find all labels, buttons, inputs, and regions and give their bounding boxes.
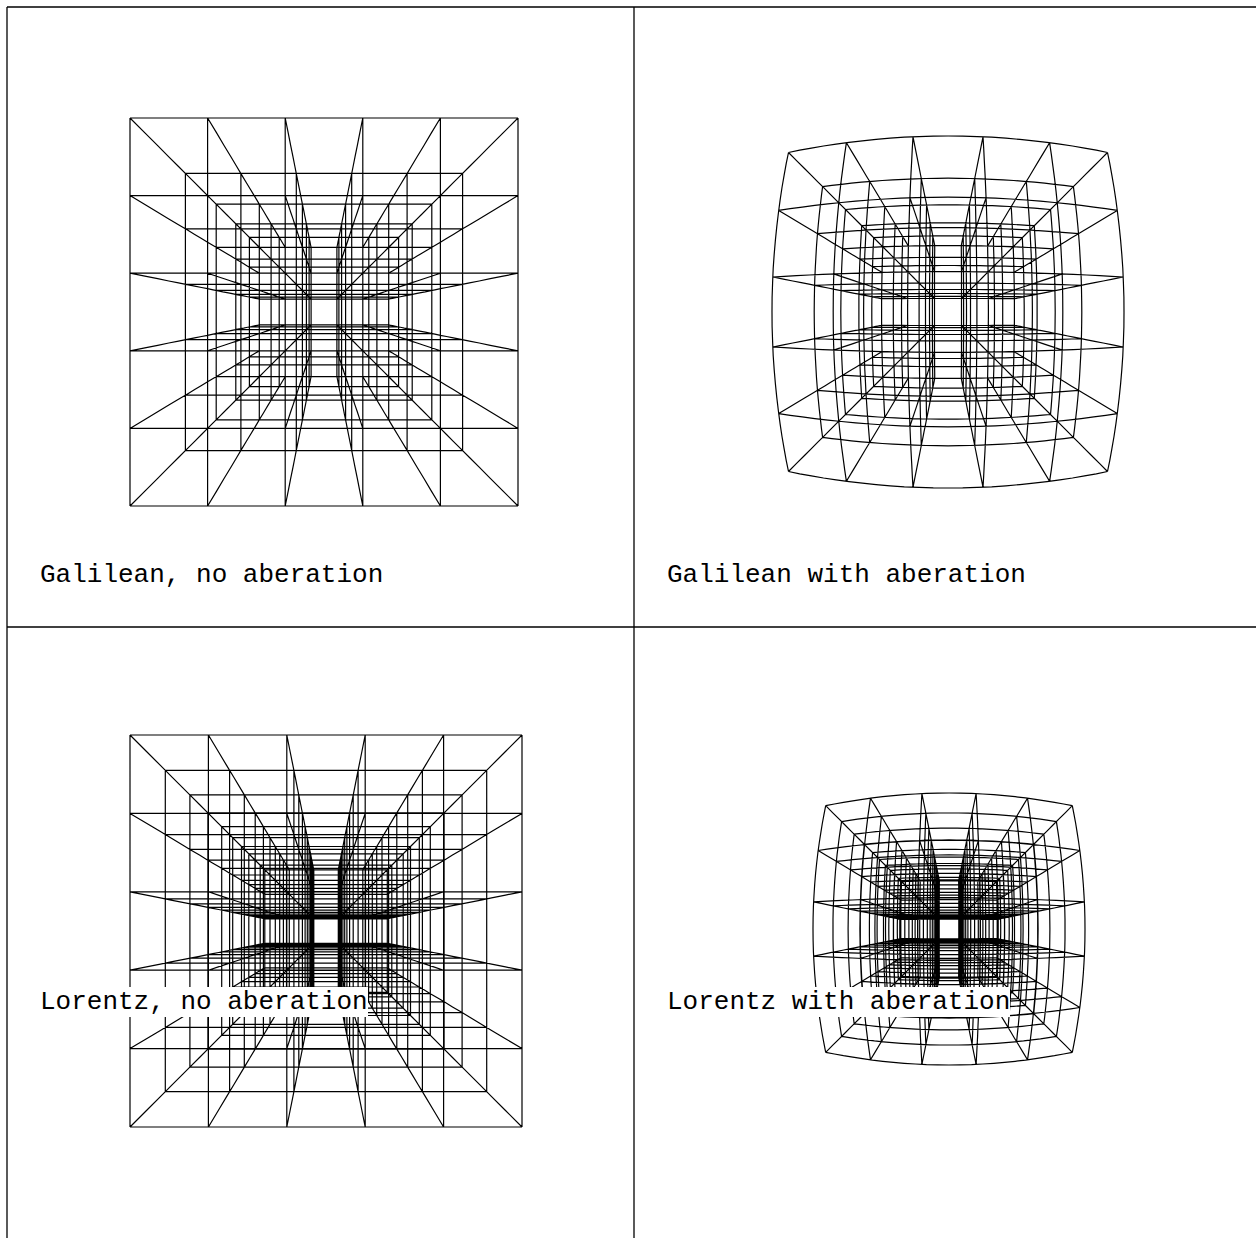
panel-caption: Galilean with aberation [667, 560, 1026, 590]
frame-line [7, 626, 1256, 627]
panel-caption: Lorentz, no aberation [40, 987, 368, 1017]
panel-caption: Lorentz with aberation [667, 987, 1010, 1017]
frame-line [633, 7, 634, 1238]
panel-caption: Galilean, no aberation [40, 560, 383, 590]
frame-line [7, 6, 1256, 7]
lattice-wireframe [130, 118, 518, 506]
lattice-wireframe [813, 793, 1085, 1065]
lattice-wireframe [772, 136, 1124, 488]
lattice-wireframe [130, 735, 522, 1127]
frame-line [6, 7, 7, 1238]
lattice-group [130, 118, 1124, 1127]
panel-frame [7, 7, 1256, 1238]
